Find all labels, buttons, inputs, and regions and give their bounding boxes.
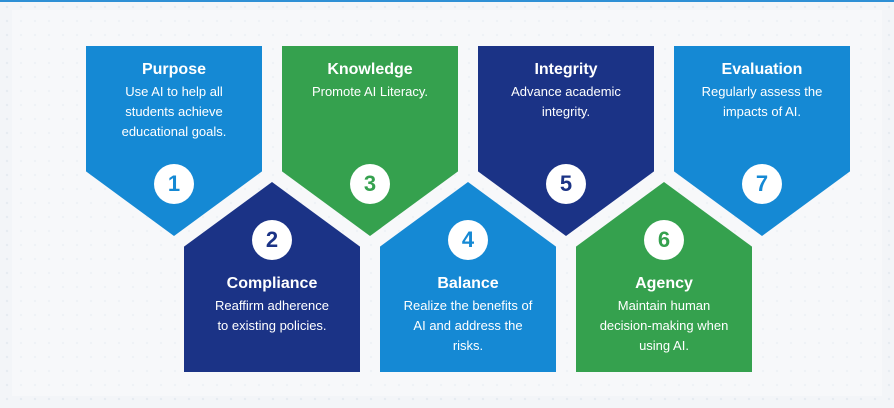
step-title: Knowledge: [327, 61, 413, 78]
step-description-line: AI and address the: [413, 318, 523, 333]
step-number-badge: 3: [350, 164, 390, 204]
step-title: Integrity: [534, 61, 598, 78]
step-description-line: Regularly assess the: [701, 84, 823, 99]
step-description: Reaffirm adherence to existing policies.: [194, 296, 350, 336]
step-title: Compliance: [226, 275, 318, 292]
step-description: Realize the benefits of AI and address t…: [390, 296, 546, 356]
step-number-badge: 1: [154, 164, 194, 204]
step-description: Promote AI Literacy.: [292, 82, 448, 102]
step-description-line: Advance academic: [511, 84, 621, 99]
step-description: Use AI to help all students achieve educ…: [96, 82, 252, 142]
step-description-line: decision-making when: [599, 318, 729, 333]
step-number-badge: 7: [742, 164, 782, 204]
step-description-line: impacts of AI.: [722, 104, 802, 119]
step-number-badge: 4: [448, 220, 488, 260]
step-description-line: Promote AI Literacy.: [311, 84, 429, 99]
step-title: Balance: [437, 275, 499, 292]
step-description-line: Reaffirm adherence: [215, 298, 329, 313]
step-description: Advance academic integrity.: [488, 82, 644, 122]
step-title: Agency: [635, 275, 693, 292]
step-description-line: Maintain human: [617, 298, 711, 313]
step-description-line: educational goals.: [121, 124, 227, 139]
top-border-line: [0, 0, 894, 2]
step-description-line: Realize the benefits of: [403, 298, 533, 313]
step-description-line: risks.: [452, 338, 484, 353]
step-number-badge: 2: [252, 220, 292, 260]
step-number-badge: 5: [546, 164, 586, 204]
step-description-line: students achieve: [125, 104, 223, 119]
step-number-badge: 6: [644, 220, 684, 260]
step-description-line: using AI.: [639, 338, 689, 353]
step-description-line: to existing policies.: [217, 318, 327, 333]
step-title: Evaluation: [721, 61, 803, 78]
step-description-line: integrity.: [541, 104, 591, 119]
step-description: Regularly assess the impacts of AI.: [684, 82, 840, 122]
step-title: Purpose: [141, 61, 206, 78]
step-description: Maintain human decision-making when usin…: [586, 296, 742, 356]
step-description-line: Use AI to help all: [125, 84, 223, 99]
